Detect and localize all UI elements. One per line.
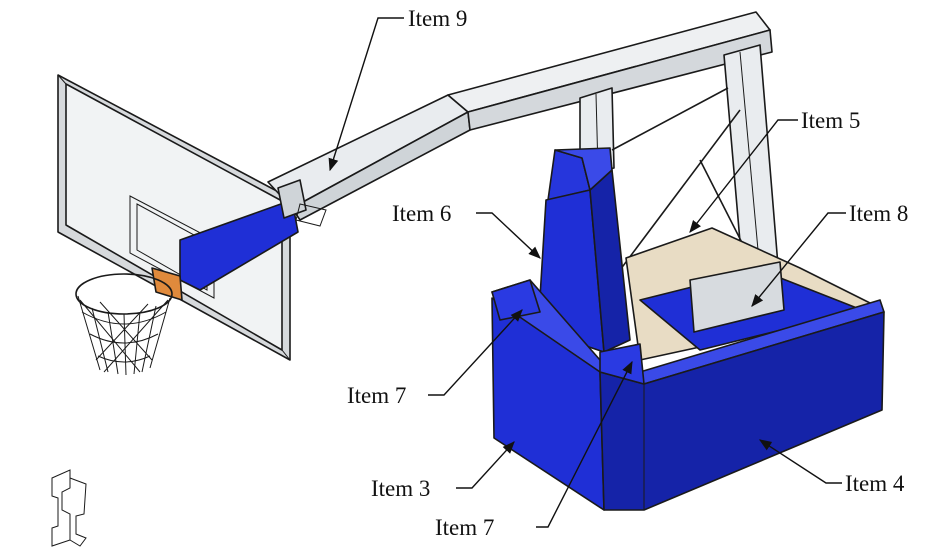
callout-item9: Item 9: [408, 6, 467, 31]
brand-logo: [51, 469, 87, 547]
base-padding: [491, 279, 885, 511]
callout-item8: Item 8: [849, 201, 908, 226]
callout-item4: Item 4: [845, 471, 905, 496]
callout-item7-bottom: Item 7: [435, 515, 494, 540]
callout-item5: Item 5: [801, 108, 860, 133]
backboard: [57, 74, 291, 361]
arm-padding: [179, 199, 299, 291]
callout-item6: Item 6: [392, 201, 451, 226]
hoop: [75, 267, 183, 376]
callout-item3: Item 3: [371, 476, 430, 501]
leader-lines: [328, 17, 846, 528]
callout-item7-left: Item 7: [347, 383, 406, 408]
boom-arm: [179, 11, 781, 301]
